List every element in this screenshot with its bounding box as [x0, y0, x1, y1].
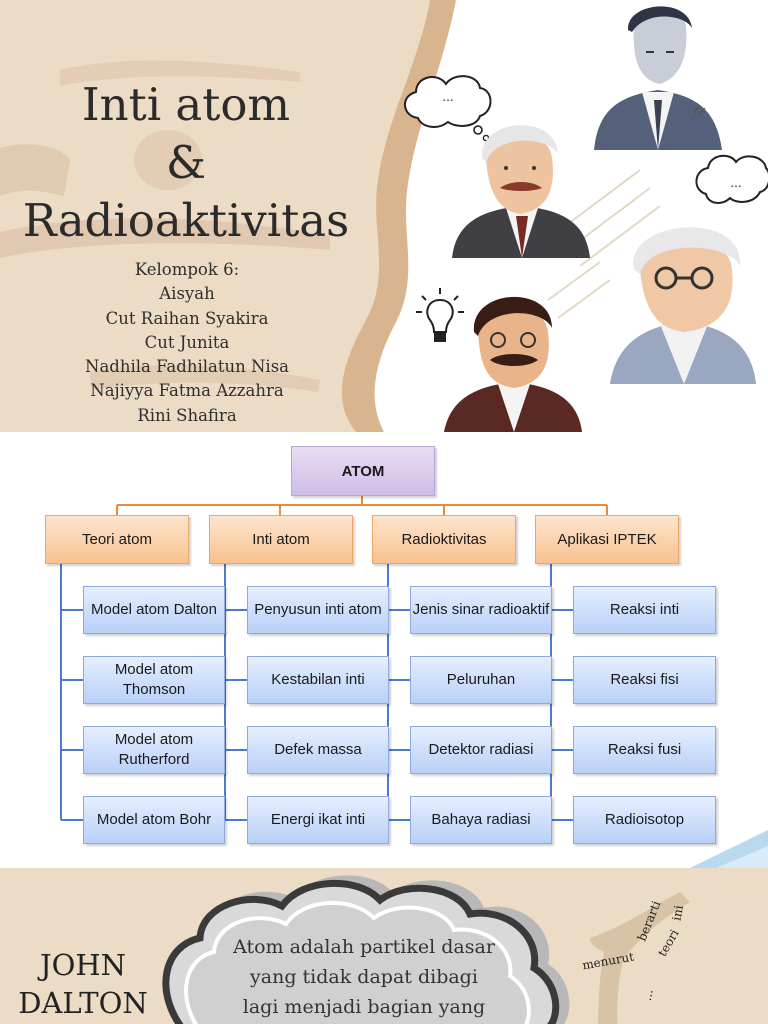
leaf-node: Peluruhan — [410, 656, 552, 704]
leaf-node: Penyusun inti atom — [247, 586, 389, 634]
leaf-node: Model atom Thomson — [83, 656, 225, 704]
scientist-name-line-2: DALTON — [18, 986, 148, 1020]
leaf-node: Defek massa — [247, 726, 389, 774]
scientist-name: JOHN DALTON — [0, 946, 166, 1022]
leaf-node: Reaksi inti — [573, 586, 716, 634]
thought-bubble-right — [695, 154, 768, 204]
leaf-node: Model atom Bohr — [83, 796, 225, 844]
scientist-portrait-rutherford-icon — [452, 125, 590, 258]
category-node-aplikasi-iptek: Aplikasi IPTEK — [535, 515, 679, 564]
slide-title-line-3: Radioaktivitas — [22, 194, 350, 247]
group-label: Kelompok 6: — [134, 260, 240, 279]
cloud-quote-line: Atom adalah partikel dasar — [233, 936, 495, 958]
leaf-node: Energi ikat inti — [247, 796, 389, 844]
cloud-quote-line: lagi menjadi bagian yang — [242, 996, 486, 1018]
cloud-quote-line: yang tidak dapat dibagi — [250, 966, 478, 988]
leaf-node: Model atom Rutherford — [83, 726, 225, 774]
leaf-node: Radioisotop — [573, 796, 716, 844]
category-node-teori-atom: Teori atom — [45, 515, 189, 564]
root-node-atom: ATOM — [291, 446, 435, 496]
dalton-slide: JOHN DALTON Atom adalah partikel dasar y… — [0, 868, 768, 1024]
leaf-node: Jenis sinar radioaktif — [410, 586, 552, 634]
scientist-portrait-thomson-icon — [444, 296, 582, 432]
leaf-node: Bahaya radiasi — [410, 796, 552, 844]
branch-word: ... — [639, 988, 656, 1002]
category-node-inti-atom: Inti atom — [209, 515, 353, 564]
slide-title-line-2: & — [165, 136, 207, 189]
concept-map-slide: ATOM Teori atom Inti atom Radioktivitas … — [0, 432, 768, 868]
member-name: Rini Shafira — [137, 405, 237, 425]
thought-bubble-right-text: ... — [730, 176, 742, 190]
leaf-node: Kestabilan inti — [247, 656, 389, 704]
cloud-quote: Atom adalah partikel dasar yang tidak da… — [210, 932, 518, 1022]
member-name: Aisyah — [159, 284, 215, 304]
scientist-portrait-top-icon: ꝭ𝓁 — [594, 6, 722, 150]
dalton-slide-decoration — [162, 875, 690, 1024]
member-name: Nadhila Fadhilatun Nisa — [85, 357, 289, 377]
category-node-radioktivitas: Radioktivitas — [372, 515, 516, 564]
scientist-portrait-dalton-icon — [610, 227, 756, 384]
group-members: Kelompok 6: Aisyah Cut Raihan Syakira Cu… — [72, 258, 302, 428]
leaf-node: Model atom Dalton — [83, 586, 225, 634]
branch-word: ini — [669, 904, 686, 922]
leaf-node: Detektor radiasi — [410, 726, 552, 774]
member-name: Cut Raihan Syakira — [105, 308, 269, 328]
leaf-node: Reaksi fisi — [573, 656, 716, 704]
lightbulb-icon — [416, 288, 464, 342]
scientist-name-line-1: JOHN — [39, 948, 127, 982]
member-name: Najiyya Fatma Azzahra — [90, 381, 284, 401]
thought-bubble-left-text: ... — [442, 90, 454, 104]
member-name: Cut Junita — [144, 332, 230, 352]
title-slide: ... ... ꝭ𝓁 — [0, 0, 768, 432]
slide-title-line-1: Inti atom — [81, 78, 291, 131]
leaf-node: Reaksi fusi — [573, 726, 716, 774]
